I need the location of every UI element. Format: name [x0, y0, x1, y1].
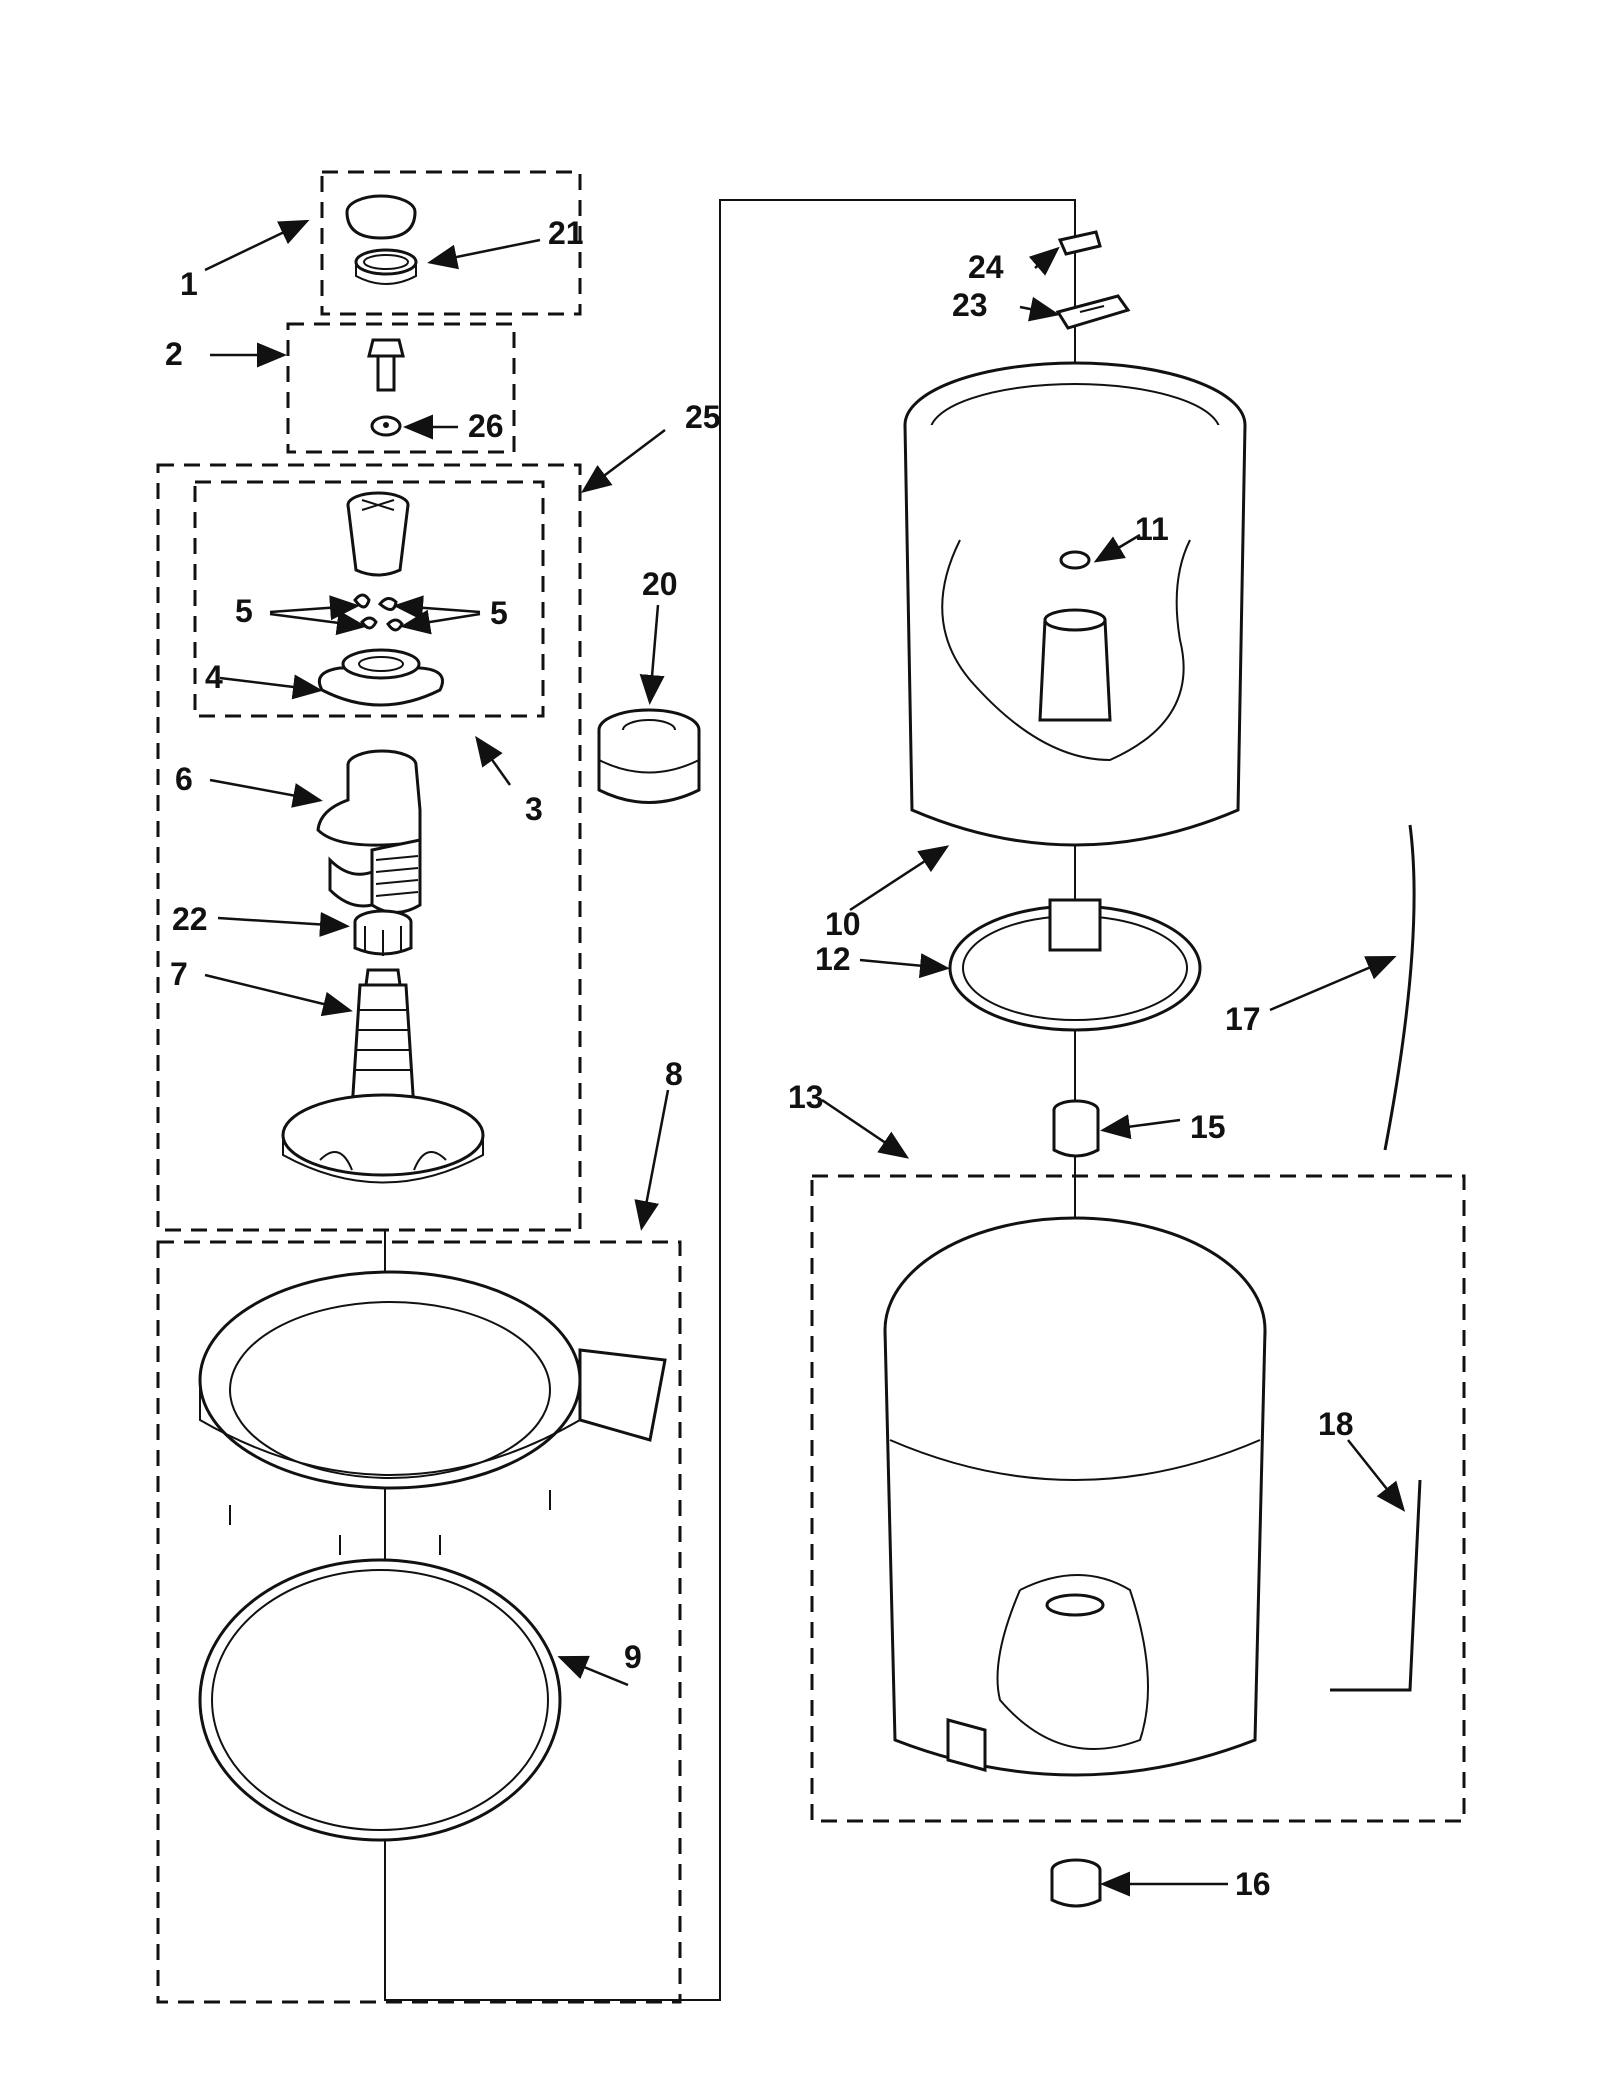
- callout-20: 20: [642, 566, 678, 602]
- callout-labels: 1 21 2 26 25 5 5 4 3 6 22 7 20 8 9 24 23…: [165, 215, 1354, 1902]
- nut-part: [1050, 1858, 1102, 1908]
- callout-10: 10: [825, 906, 861, 942]
- cam-part: [346, 491, 410, 577]
- box-cap-assembly: [320, 170, 582, 316]
- callout-5-left: 5: [235, 593, 253, 629]
- washer-part: [370, 415, 402, 437]
- callout-21: 21: [548, 215, 584, 251]
- auger-part: [316, 749, 422, 914]
- seal-part: [597, 708, 701, 804]
- callout-3: 3: [525, 791, 543, 827]
- callout-18: 18: [1318, 1406, 1354, 1442]
- agitator-base-part: [281, 968, 485, 1184]
- gasket-part: [198, 1558, 562, 1842]
- callout-7: 7: [170, 956, 188, 992]
- cap-part: [345, 194, 417, 240]
- ring-part: [354, 248, 418, 285]
- callout-23: 23: [952, 287, 988, 323]
- callout-11: 11: [1135, 511, 1169, 547]
- callout-4: 4: [205, 659, 223, 695]
- callout-25: 25: [685, 399, 721, 435]
- callout-15: 15: [1190, 1109, 1226, 1145]
- basket-part: [903, 361, 1247, 847]
- callout-9: 9: [624, 1639, 642, 1675]
- box-bolt-assembly: [286, 322, 516, 454]
- clip-part-24: [1057, 230, 1102, 256]
- callout-22: 22: [172, 901, 208, 937]
- callout-8: 8: [665, 1056, 683, 1092]
- outer-tub-part: [883, 1216, 1267, 1777]
- callout-1: 1: [180, 266, 198, 302]
- leader-arrows: [204, 219, 1406, 1897]
- plate-part-23: [1055, 294, 1131, 330]
- bearing-part: [353, 909, 413, 956]
- callout-16: 16: [1235, 1866, 1271, 1902]
- callout-2: 2: [165, 336, 183, 372]
- tub-ring-part: [198, 1270, 667, 1555]
- drive-ring-part: [948, 898, 1202, 1032]
- box-tub-assembly-13: [810, 1174, 1466, 1823]
- callout-24: 24: [968, 249, 1004, 285]
- callout-6: 6: [175, 761, 193, 797]
- hose-part: [1383, 824, 1416, 1151]
- coupling-part: [1052, 1099, 1100, 1158]
- callout-13: 13: [788, 1079, 824, 1115]
- box-ring-assembly-8: [156, 1240, 682, 2004]
- callout-26: 26: [468, 408, 504, 444]
- box-agitator-assembly-25: [156, 463, 582, 1232]
- callout-12: 12: [815, 941, 851, 977]
- callout-17: 17: [1225, 1001, 1261, 1037]
- group-boxes: [156, 170, 1466, 2004]
- tube-part: [1330, 1479, 1422, 1692]
- bolt-part: [367, 338, 405, 392]
- box-cam-assembly-3: [193, 480, 545, 718]
- callout-5-right: 5: [490, 595, 508, 631]
- cam-base-part-4: [317, 648, 444, 707]
